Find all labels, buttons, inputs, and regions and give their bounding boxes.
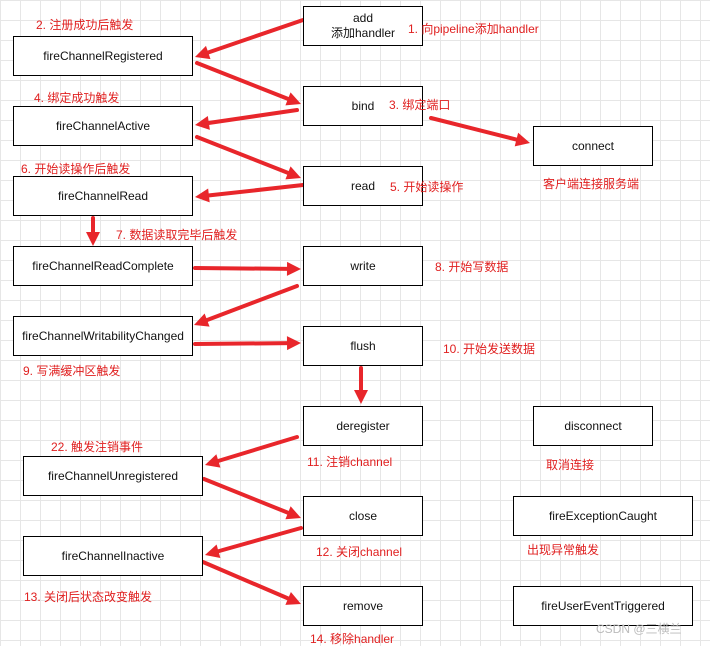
arrow-registered-to-bind xyxy=(195,61,301,106)
node-fire-user-event-triggered: fireUserEventTriggered xyxy=(513,586,693,626)
label-step-5: 5. 开始读操作 xyxy=(390,180,464,194)
arrow-read-to-fireread xyxy=(195,183,305,203)
node-flush: flush xyxy=(303,326,423,366)
node-deregister: deregister xyxy=(303,406,423,446)
node-disconnect: disconnect xyxy=(533,406,653,446)
arrow-writability-to-flush xyxy=(193,336,301,351)
node-fire-exception-caught: fireExceptionCaught xyxy=(513,496,693,536)
label-step-6: 6. 开始读操作后触发 xyxy=(21,162,131,176)
arrow-bind-to-active xyxy=(195,108,299,130)
label-step-10: 10. 开始发送数据 xyxy=(443,342,536,356)
label-step-7: 7. 数据读取完毕后触发 xyxy=(116,228,238,242)
node-add: add 添加handler xyxy=(303,6,423,46)
arrow-fireread-to-readcomplete xyxy=(86,216,100,246)
arrow-unregistered-to-close xyxy=(202,477,301,520)
label-step-3: 3. 绑定端口 xyxy=(389,98,451,112)
arrow-deregister-to-unregistered xyxy=(205,435,299,468)
label-step-22: 22. 触发注销事件 xyxy=(51,440,144,454)
arrow-flush-to-deregister xyxy=(354,366,368,404)
label-step-14: 14. 移除handler xyxy=(310,632,395,646)
node-fire-channel-active: fireChannelActive xyxy=(13,106,193,146)
arrow-readcomplete-to-write xyxy=(193,261,301,276)
arrow-bind-to-connect xyxy=(429,116,530,147)
node-fire-channel-writability-changed: fireChannelWritabilityChanged xyxy=(13,316,193,356)
label-step-9: 9. 写满缓冲区触发 xyxy=(23,364,121,378)
arrow-add-to-registered xyxy=(195,18,305,60)
watermark: CSDN @三横兰 xyxy=(596,622,682,636)
node-fire-channel-read: fireChannelRead xyxy=(13,176,193,216)
label-step-13: 13. 关闭后状态改变触发 xyxy=(24,590,153,604)
label-connect-note: 客户端连接服务端 xyxy=(543,177,640,191)
arrow-close-to-inactive xyxy=(205,526,303,558)
label-step-1: 1. 向pipeline添加handler xyxy=(408,22,539,36)
label-step-12: 12. 关闭channel xyxy=(316,545,403,559)
node-remove: remove xyxy=(303,586,423,626)
arrow-inactive-to-remove xyxy=(201,560,301,605)
node-connect: connect xyxy=(533,126,653,166)
node-bind: bind xyxy=(303,86,423,126)
arrow-write-to-writability xyxy=(194,284,299,327)
node-read: read xyxy=(303,166,423,206)
node-fire-channel-registered: fireChannelRegistered xyxy=(13,36,193,76)
label-step-8: 8. 开始写数据 xyxy=(435,260,509,274)
node-fire-channel-inactive: fireChannelInactive xyxy=(23,536,203,576)
label-exception-note: 出现异常触发 xyxy=(527,543,600,557)
label-disconnect-note: 取消连接 xyxy=(546,458,595,472)
node-fire-channel-read-complete: fireChannelReadComplete xyxy=(13,246,193,286)
label-step-11: 11. 注销channel xyxy=(307,455,393,469)
node-fire-channel-unregistered: fireChannelUnregistered xyxy=(23,456,203,496)
node-write: write xyxy=(303,246,423,286)
arrow-active-to-read xyxy=(195,135,301,180)
node-close: close xyxy=(303,496,423,536)
label-step-4: 4. 绑定成功触发 xyxy=(34,91,120,105)
label-step-2: 2. 注册成功后触发 xyxy=(36,18,134,32)
